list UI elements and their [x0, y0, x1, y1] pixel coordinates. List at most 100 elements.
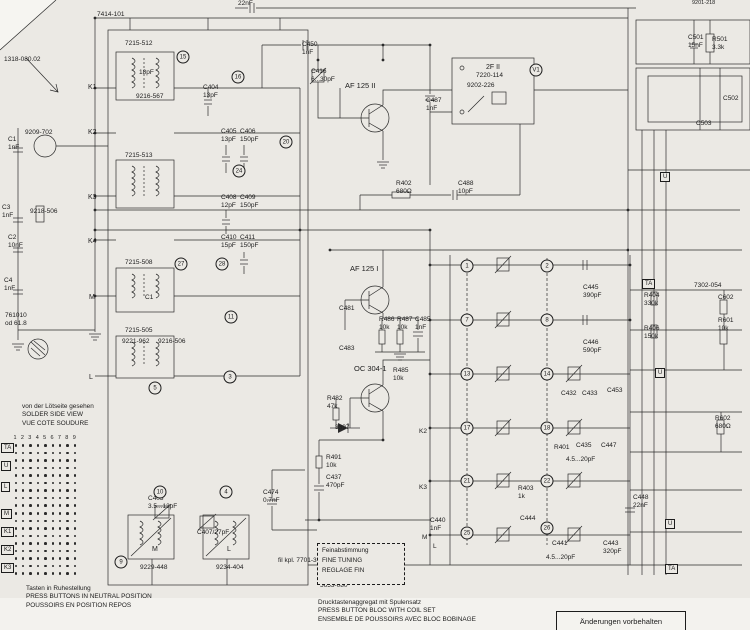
solder-pad: [66, 444, 69, 447]
neutral-position-note: Tasten in Ruhestellung PRESS BUTTONS IN …: [26, 585, 152, 610]
solder-pad: [14, 444, 18, 447]
component-label: C450: [302, 41, 318, 48]
solder-pad: [29, 466, 32, 470]
solder-pad: [21, 474, 25, 477]
component-label: 9221-962: [122, 338, 150, 345]
solder-pad: [14, 557, 18, 560]
component-label: C411: [240, 234, 256, 241]
solder-pad: [36, 451, 40, 455]
solder-pad: [51, 481, 55, 485]
solder-pad: [29, 542, 32, 545]
component-label: 9216-506: [158, 338, 186, 345]
pin-grid-column-label: 8: [65, 435, 69, 441]
solder-pad: [73, 564, 77, 568]
solder-pad: [66, 489, 69, 492]
pin-grid-column-label: 3: [28, 435, 32, 441]
numbered-terminal: 20: [279, 135, 293, 149]
solder-pad: [44, 496, 47, 500]
solder-pad: [73, 572, 77, 575]
component-label: 680Ω: [396, 188, 412, 195]
component-label: 390pF: [583, 292, 602, 299]
component-label: C446: [583, 339, 599, 346]
numbered-terminal: 11: [224, 310, 238, 324]
component-label: 7215-513: [125, 152, 153, 159]
solder-pad: [14, 504, 18, 507]
solder-pad: [44, 572, 47, 575]
component-label: U: [660, 172, 671, 182]
solder-pad: [58, 572, 62, 575]
component-label: 5653-080: [320, 582, 348, 589]
component-label: R482: [327, 395, 343, 402]
solder-pad: [51, 557, 55, 560]
solder-pad: [21, 451, 25, 455]
component-label: R601: [718, 317, 734, 324]
component-label: OC 304-1: [354, 364, 387, 373]
solder-pad: [44, 557, 47, 560]
solder-pad: [73, 519, 77, 523]
component-label: C445: [583, 284, 599, 291]
solder-pad: [73, 489, 77, 492]
component-label: R486: [379, 316, 395, 323]
solder-pad: [14, 527, 18, 530]
solder-pad: [36, 519, 40, 523]
component-label: 9229-448: [140, 564, 168, 571]
solder-pad: [44, 564, 47, 568]
pin-grid-column-label: 7: [57, 435, 61, 441]
solder-pad: [73, 527, 77, 530]
solder-pad: [36, 489, 40, 492]
solder-pad: [14, 542, 18, 545]
solder-pad: [44, 511, 47, 515]
solder-pad: [58, 557, 62, 560]
component-label: C453: [607, 387, 623, 394]
solder-pad: [14, 572, 18, 575]
solder-pad: [36, 496, 40, 500]
numbered-terminal: 7: [460, 313, 474, 327]
solder-pad: [58, 496, 62, 500]
component-label: R602: [715, 415, 731, 422]
component-label: 10k: [326, 462, 337, 469]
numbered-terminal: 9: [114, 555, 128, 569]
solder-pad: [21, 557, 25, 560]
pin-grid-column-label: 1: [13, 435, 17, 441]
component-label: 1nF: [426, 105, 438, 112]
solder-pad: [29, 511, 32, 515]
component-label: C447: [601, 442, 617, 449]
solder-pad: [14, 481, 18, 485]
solder-pad: [66, 511, 69, 515]
component-label: 9218-506: [30, 208, 58, 215]
numbered-terminal: 1: [460, 259, 474, 273]
solder-pad: [73, 451, 77, 455]
solder-pad: [36, 572, 40, 575]
solder-pad: [14, 534, 18, 538]
solder-pad: [73, 504, 77, 507]
solder-pad: [58, 534, 62, 538]
solder-pad: [36, 542, 40, 545]
solder-pad: [14, 496, 18, 500]
pin-grid-column-label: 4: [35, 435, 39, 441]
component-label: K1: [88, 84, 97, 91]
solder-pad: [29, 519, 32, 523]
component-label: 1nF: [2, 212, 14, 219]
component-label: 4.5...20pF: [546, 554, 576, 561]
component-label: U: [665, 519, 676, 529]
solder-pad: [58, 466, 62, 470]
solder-pad: [51, 504, 55, 507]
component-label: 7215-505: [125, 327, 153, 334]
pin-grid-row-label: U: [1, 461, 12, 471]
solder-pad: [21, 481, 25, 485]
solder-pad: [21, 459, 25, 462]
solder-pad: [66, 557, 69, 560]
component-label: C409: [240, 194, 256, 201]
solder-pad: [21, 504, 25, 507]
component-label: C1: [145, 294, 154, 301]
solder-pad: [21, 549, 25, 553]
pin-grid-column-label: 6: [50, 435, 54, 441]
component-label: C503: [696, 120, 712, 127]
component-label: 10k: [379, 324, 390, 331]
solder-pad: [51, 527, 55, 530]
component-label: 7215-512: [125, 40, 153, 47]
solder-pad: [21, 444, 25, 447]
component-label: 10k: [397, 324, 408, 331]
numbered-terminal: 10: [153, 485, 167, 499]
